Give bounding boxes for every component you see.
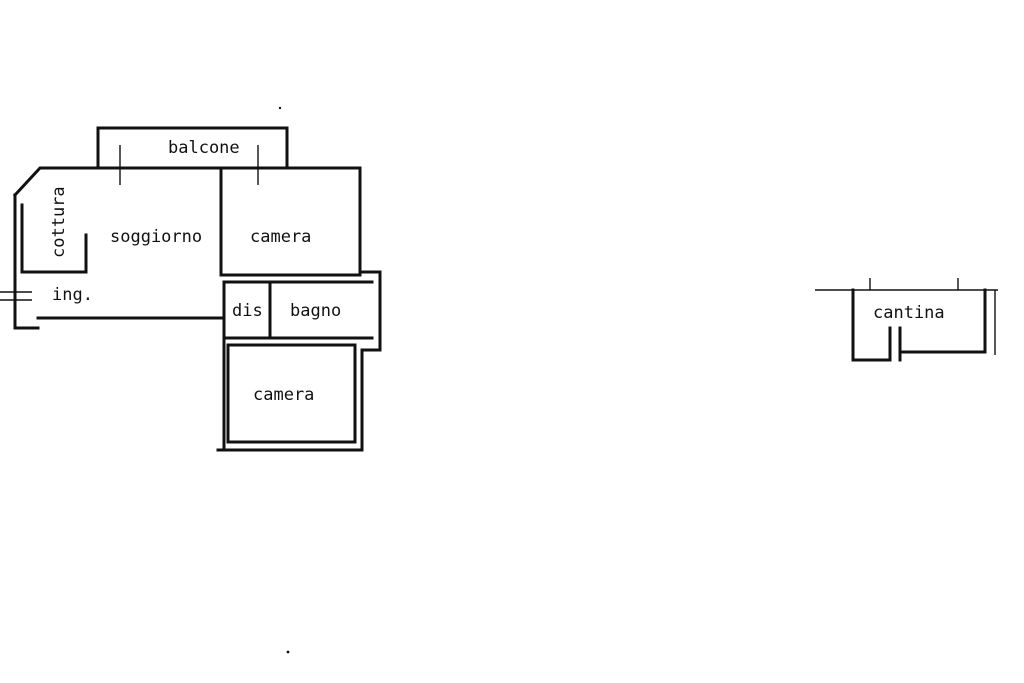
room-label-cantina: cantina: [873, 303, 945, 323]
room-label-disimpegno: dis: [232, 301, 263, 321]
room-label-cottura: cottura: [49, 186, 69, 258]
cellar-outline: [815, 278, 998, 362]
room-label-camera-bottom: camera: [253, 385, 314, 405]
kitchen-nook-walls: [20, 203, 88, 274]
room-label-bagno: bagno: [290, 301, 341, 321]
scan-speck: [278, 106, 282, 110]
room-label-balcone: balcone: [168, 138, 240, 158]
apartment-outer-walls: [12, 145, 382, 452]
interior-partitions: [0, 166, 374, 450]
scan-speck: [286, 650, 290, 654]
room-label-soggiorno: soggiorno: [110, 227, 202, 247]
room-label-ingresso: ing.: [52, 285, 93, 305]
balcony-outline: [96, 126, 289, 167]
room-label-camera-top: camera: [250, 227, 311, 247]
